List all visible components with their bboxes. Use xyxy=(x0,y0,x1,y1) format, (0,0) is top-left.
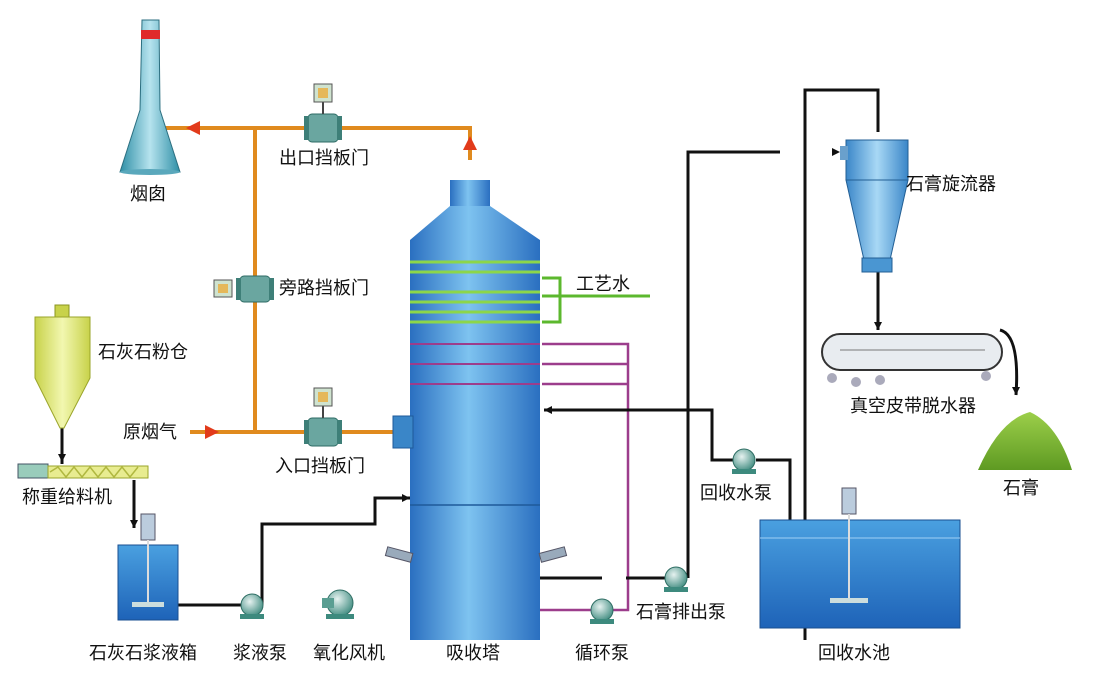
process-water-label: 工艺水 xyxy=(576,274,630,295)
spray-headers xyxy=(410,343,540,385)
recovery-pool-label: 回收水池 xyxy=(818,643,890,664)
hydrocyclone-label: 石膏旋流器 xyxy=(906,174,996,195)
circulation-pump-label: 循环泵 xyxy=(575,643,629,664)
raw-flue-gas-label: 原烟气 xyxy=(123,422,177,443)
slurry-tank-label: 石灰石浆液箱 xyxy=(89,643,197,664)
absorber-tower xyxy=(384,180,568,640)
absorber-label: 吸收塔 xyxy=(446,643,500,664)
demister-layers xyxy=(410,260,540,324)
circulation-pump xyxy=(590,598,614,624)
vacuum-belt-label: 真空皮带脱水器 xyxy=(850,396,976,417)
oxidation-fan-label: 氧化风机 xyxy=(313,643,385,664)
slurry-pump-label: 浆液泵 xyxy=(233,643,287,664)
gypsum-hydrocyclone xyxy=(840,139,909,273)
inlet-damper-label: 入口挡板门 xyxy=(275,456,365,477)
vacuum-belt-filter xyxy=(821,333,1003,387)
recovery-water-pump xyxy=(732,448,756,474)
flow-arrows xyxy=(186,121,477,439)
limestone-silo-label: 石灰石粉仓 xyxy=(98,342,188,363)
recovery-water-pool xyxy=(759,487,961,629)
pipe-arrows xyxy=(58,148,1020,528)
circulation-pipes xyxy=(540,342,630,612)
oxidation-fan xyxy=(322,589,354,619)
weigh-feeder xyxy=(17,463,149,479)
raw-gas-arrow xyxy=(205,425,219,439)
agitators xyxy=(384,546,568,563)
limestone-slurry-tank xyxy=(117,513,179,621)
gypsum-pump-label: 石膏排出泵 xyxy=(636,602,726,623)
inlet-damper xyxy=(304,387,342,447)
chimney-label: 烟囱 xyxy=(130,184,166,205)
chimney xyxy=(119,19,181,175)
process-water-pipes xyxy=(542,276,650,324)
weigh-feeder-label: 称重给料机 xyxy=(22,487,112,508)
chimney-inflow-arrow xyxy=(186,121,200,135)
gypsum-label: 石膏 xyxy=(1003,478,1039,499)
limestone-silo xyxy=(34,304,91,429)
outlet-damper-label: 出口挡板门 xyxy=(279,148,369,169)
outlet-damper xyxy=(304,83,342,143)
bypass-damper xyxy=(213,275,274,303)
gypsum-discharge-pump xyxy=(664,566,688,592)
bypass-damper-label: 旁路挡板门 xyxy=(279,278,369,299)
slurry-pump xyxy=(240,593,264,619)
gypsum-pile xyxy=(978,412,1072,470)
outlet-up-arrow xyxy=(463,136,477,150)
recovery-pump-label: 回收水泵 xyxy=(700,483,772,504)
slurry-pipes xyxy=(60,88,1019,640)
